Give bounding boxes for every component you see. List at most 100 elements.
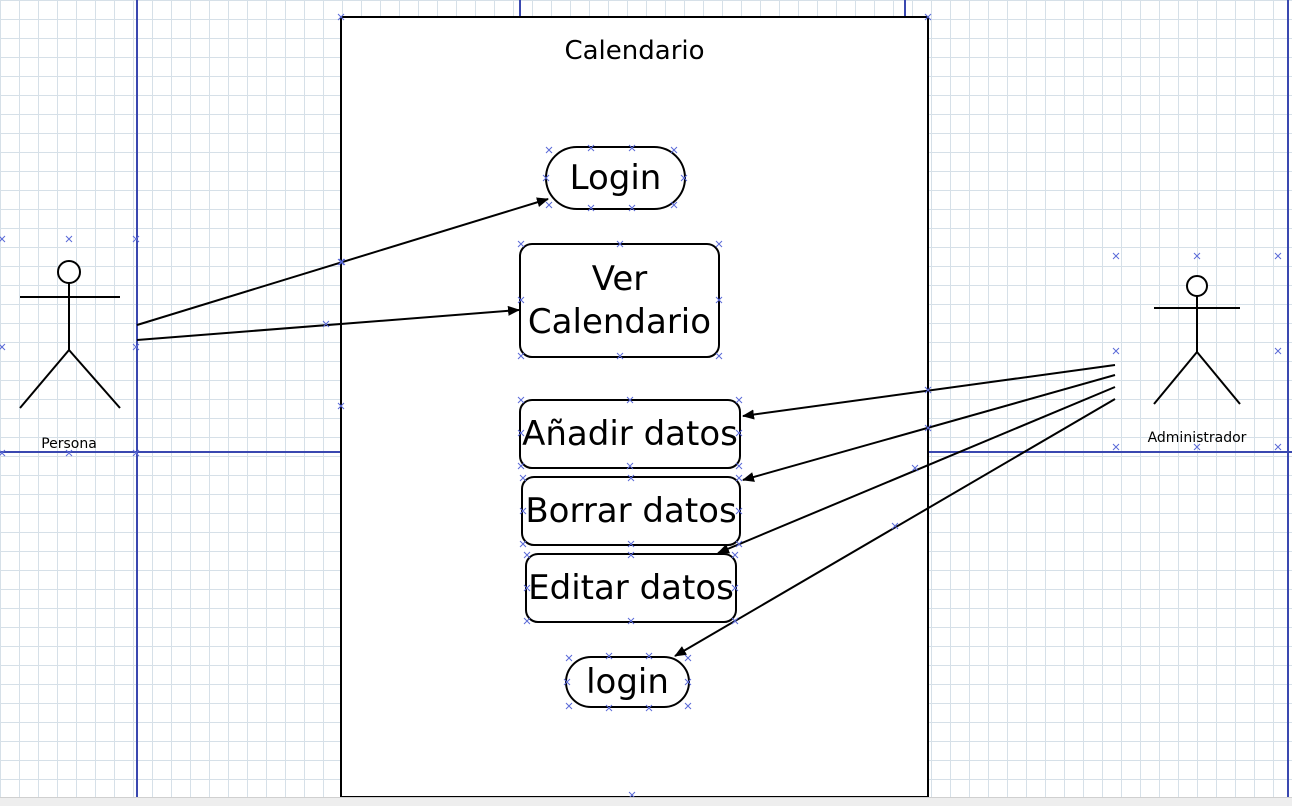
system-title: Calendario <box>564 36 705 66</box>
guide-line-vertical <box>136 0 138 797</box>
selection-handle-marker <box>627 617 635 625</box>
selection-handle-marker <box>628 204 636 212</box>
selection-handle-marker <box>627 551 635 559</box>
selection-handle-marker <box>132 235 140 243</box>
guide-line-vertical <box>904 0 906 16</box>
selection-handle-marker <box>337 258 345 266</box>
selection-handle-marker <box>684 654 692 662</box>
selection-handle-marker <box>337 402 345 410</box>
selection-handle-marker <box>1112 443 1120 451</box>
guide-line-horizontal <box>929 451 1292 453</box>
selection-handle-marker <box>132 343 140 351</box>
guide-line-horizontal <box>0 451 340 453</box>
guide-line-vertical <box>1287 0 1289 797</box>
usecase-ver-calendario[interactable]: Ver Calendario <box>519 243 720 358</box>
selection-handle-marker <box>0 235 6 243</box>
selection-handle-marker <box>715 240 723 248</box>
usecase-login-bottom[interactable]: login <box>565 656 690 708</box>
selection-handle-marker <box>337 13 345 21</box>
selection-handle-marker <box>735 429 743 437</box>
selection-handle-marker <box>924 13 932 21</box>
selection-handle-marker <box>517 240 525 248</box>
usecase-label: Añadir datos <box>522 413 738 454</box>
selection-handle-marker <box>735 396 743 404</box>
selection-handle-marker <box>911 464 919 472</box>
usecase-label: login <box>586 661 669 702</box>
selection-handle-marker <box>1274 347 1282 355</box>
usecase-borrar-datos[interactable]: Borrar datos <box>521 476 741 546</box>
actor-persona-figure[interactable] <box>19 260 121 409</box>
selection-handle-marker <box>1112 347 1120 355</box>
arrow-persona-ver-calendario[interactable] <box>136 305 520 341</box>
selection-handle-marker <box>523 551 531 559</box>
selection-handle-marker <box>517 352 525 360</box>
actor-persona-label: Persona <box>41 436 97 452</box>
selection-handle-marker <box>0 449 6 457</box>
selection-handle-marker <box>645 704 653 712</box>
selection-handle-marker <box>605 704 613 712</box>
selection-handle-marker <box>545 146 553 154</box>
selection-handle-marker <box>627 474 635 482</box>
actor-administrador-label: Administrador <box>1147 430 1247 446</box>
selection-handle-marker <box>338 258 346 266</box>
selection-handle-marker <box>735 507 743 515</box>
selection-handle-marker <box>924 386 932 394</box>
selection-handle-marker <box>731 617 739 625</box>
selection-handle-marker <box>616 240 624 248</box>
usecase-label: Editar datos <box>528 567 734 608</box>
selection-handle-marker <box>517 462 525 470</box>
selection-handle-marker <box>735 462 743 470</box>
usecase-label: Borrar datos <box>525 490 737 531</box>
selection-handle-marker <box>132 449 140 457</box>
selection-handle-marker <box>731 584 739 592</box>
selection-handle-marker <box>891 522 899 530</box>
selection-handle-marker <box>517 396 525 404</box>
selection-handle-marker <box>545 201 553 209</box>
selection-handle-marker <box>519 507 527 515</box>
selection-handle-marker <box>626 396 634 404</box>
selection-handle-marker <box>587 144 595 152</box>
selection-handle-marker <box>519 474 527 482</box>
selection-handle-marker <box>684 702 692 710</box>
selection-handle-marker <box>1193 252 1201 260</box>
selection-handle-marker <box>517 296 525 304</box>
selection-handle-marker <box>735 540 743 548</box>
selection-handle-marker <box>565 702 573 710</box>
selection-handle-marker <box>322 320 330 328</box>
selection-handle-marker <box>1274 443 1282 451</box>
usecase-label-line: Calendario <box>527 301 712 342</box>
selection-handle-marker <box>645 652 653 660</box>
selection-handle-marker <box>517 429 525 437</box>
selection-handle-marker <box>731 551 739 559</box>
selection-handle-marker <box>523 584 531 592</box>
usecase-editar-datos[interactable]: Editar datos <box>525 553 737 623</box>
selection-handle-marker <box>627 540 635 548</box>
selection-handle-marker <box>542 174 550 182</box>
selection-handle-marker <box>715 352 723 360</box>
selection-handle-marker <box>735 474 743 482</box>
selection-handle-marker <box>670 146 678 154</box>
selection-handle-marker <box>616 352 624 360</box>
selection-handle-marker <box>565 654 573 662</box>
selection-handle-marker <box>715 296 723 304</box>
selection-handle-marker <box>628 144 636 152</box>
selection-handle-marker <box>1274 252 1282 260</box>
selection-handle-marker <box>0 343 6 351</box>
horizontal-scrollbar[interactable] <box>0 797 1292 806</box>
selection-handle-marker <box>519 540 527 548</box>
selection-handle-marker <box>684 678 692 686</box>
selection-handle-marker <box>670 201 678 209</box>
arrow-administrador-login[interactable] <box>674 398 1116 657</box>
selection-handle-marker <box>523 617 531 625</box>
usecase-label-line: Ver <box>591 258 648 299</box>
selection-handle-marker <box>65 235 73 243</box>
usecase-label: Ver Calendario <box>528 258 711 344</box>
selection-handle-marker <box>605 652 613 660</box>
actor-administrador-figure[interactable] <box>1153 275 1241 405</box>
usecase-label: Login <box>569 157 662 198</box>
selection-handle-marker <box>587 204 595 212</box>
selection-handle-marker <box>65 449 73 457</box>
